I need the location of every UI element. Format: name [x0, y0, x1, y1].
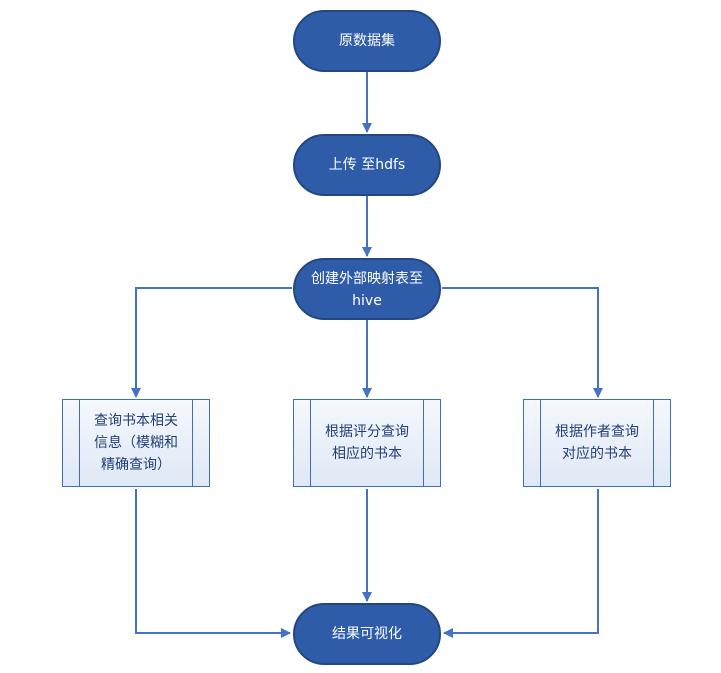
arrow-create-table-to-author-query: [442, 287, 603, 398]
process-right-bar: [192, 400, 193, 486]
process-right-bar: [653, 400, 654, 486]
process-left-bar: [310, 400, 311, 486]
start-node: 原数据集: [293, 10, 441, 72]
author-query-label: 根据作者查询 对应的书本: [555, 424, 639, 462]
upload-node: 上传 至hdfs: [293, 134, 441, 196]
process-left-bar: [540, 400, 541, 486]
process-left-bar: [79, 400, 80, 486]
arrow-create-table-to-query-book: [131, 287, 292, 398]
end-node: 结果可视化: [293, 603, 441, 665]
query-book-label: 查询书本相关 信息（模糊和 精确查询）: [94, 413, 178, 473]
arrow-author-query-to-end: [443, 489, 599, 638]
query-book-process: 查询书本相关 信息（模糊和 精确查询）: [62, 399, 210, 487]
upload-node-label: 上传 至hdfs: [328, 157, 406, 173]
rating-query-process: 根据评分查询 相应的书本: [293, 399, 441, 487]
create-table-node: 创建外部映射表至 hive: [293, 258, 441, 320]
arrow-query-book-to-end: [135, 489, 291, 638]
start-node-label: 原数据集: [339, 33, 395, 49]
rating-query-label: 根据评分查询 相应的书本: [325, 424, 409, 462]
end-node-label: 结果可视化: [332, 626, 402, 642]
create-table-node-label: 创建外部映射表至 hive: [311, 271, 423, 309]
process-right-bar: [423, 400, 424, 486]
author-query-process: 根据作者查询 对应的书本: [523, 399, 671, 487]
